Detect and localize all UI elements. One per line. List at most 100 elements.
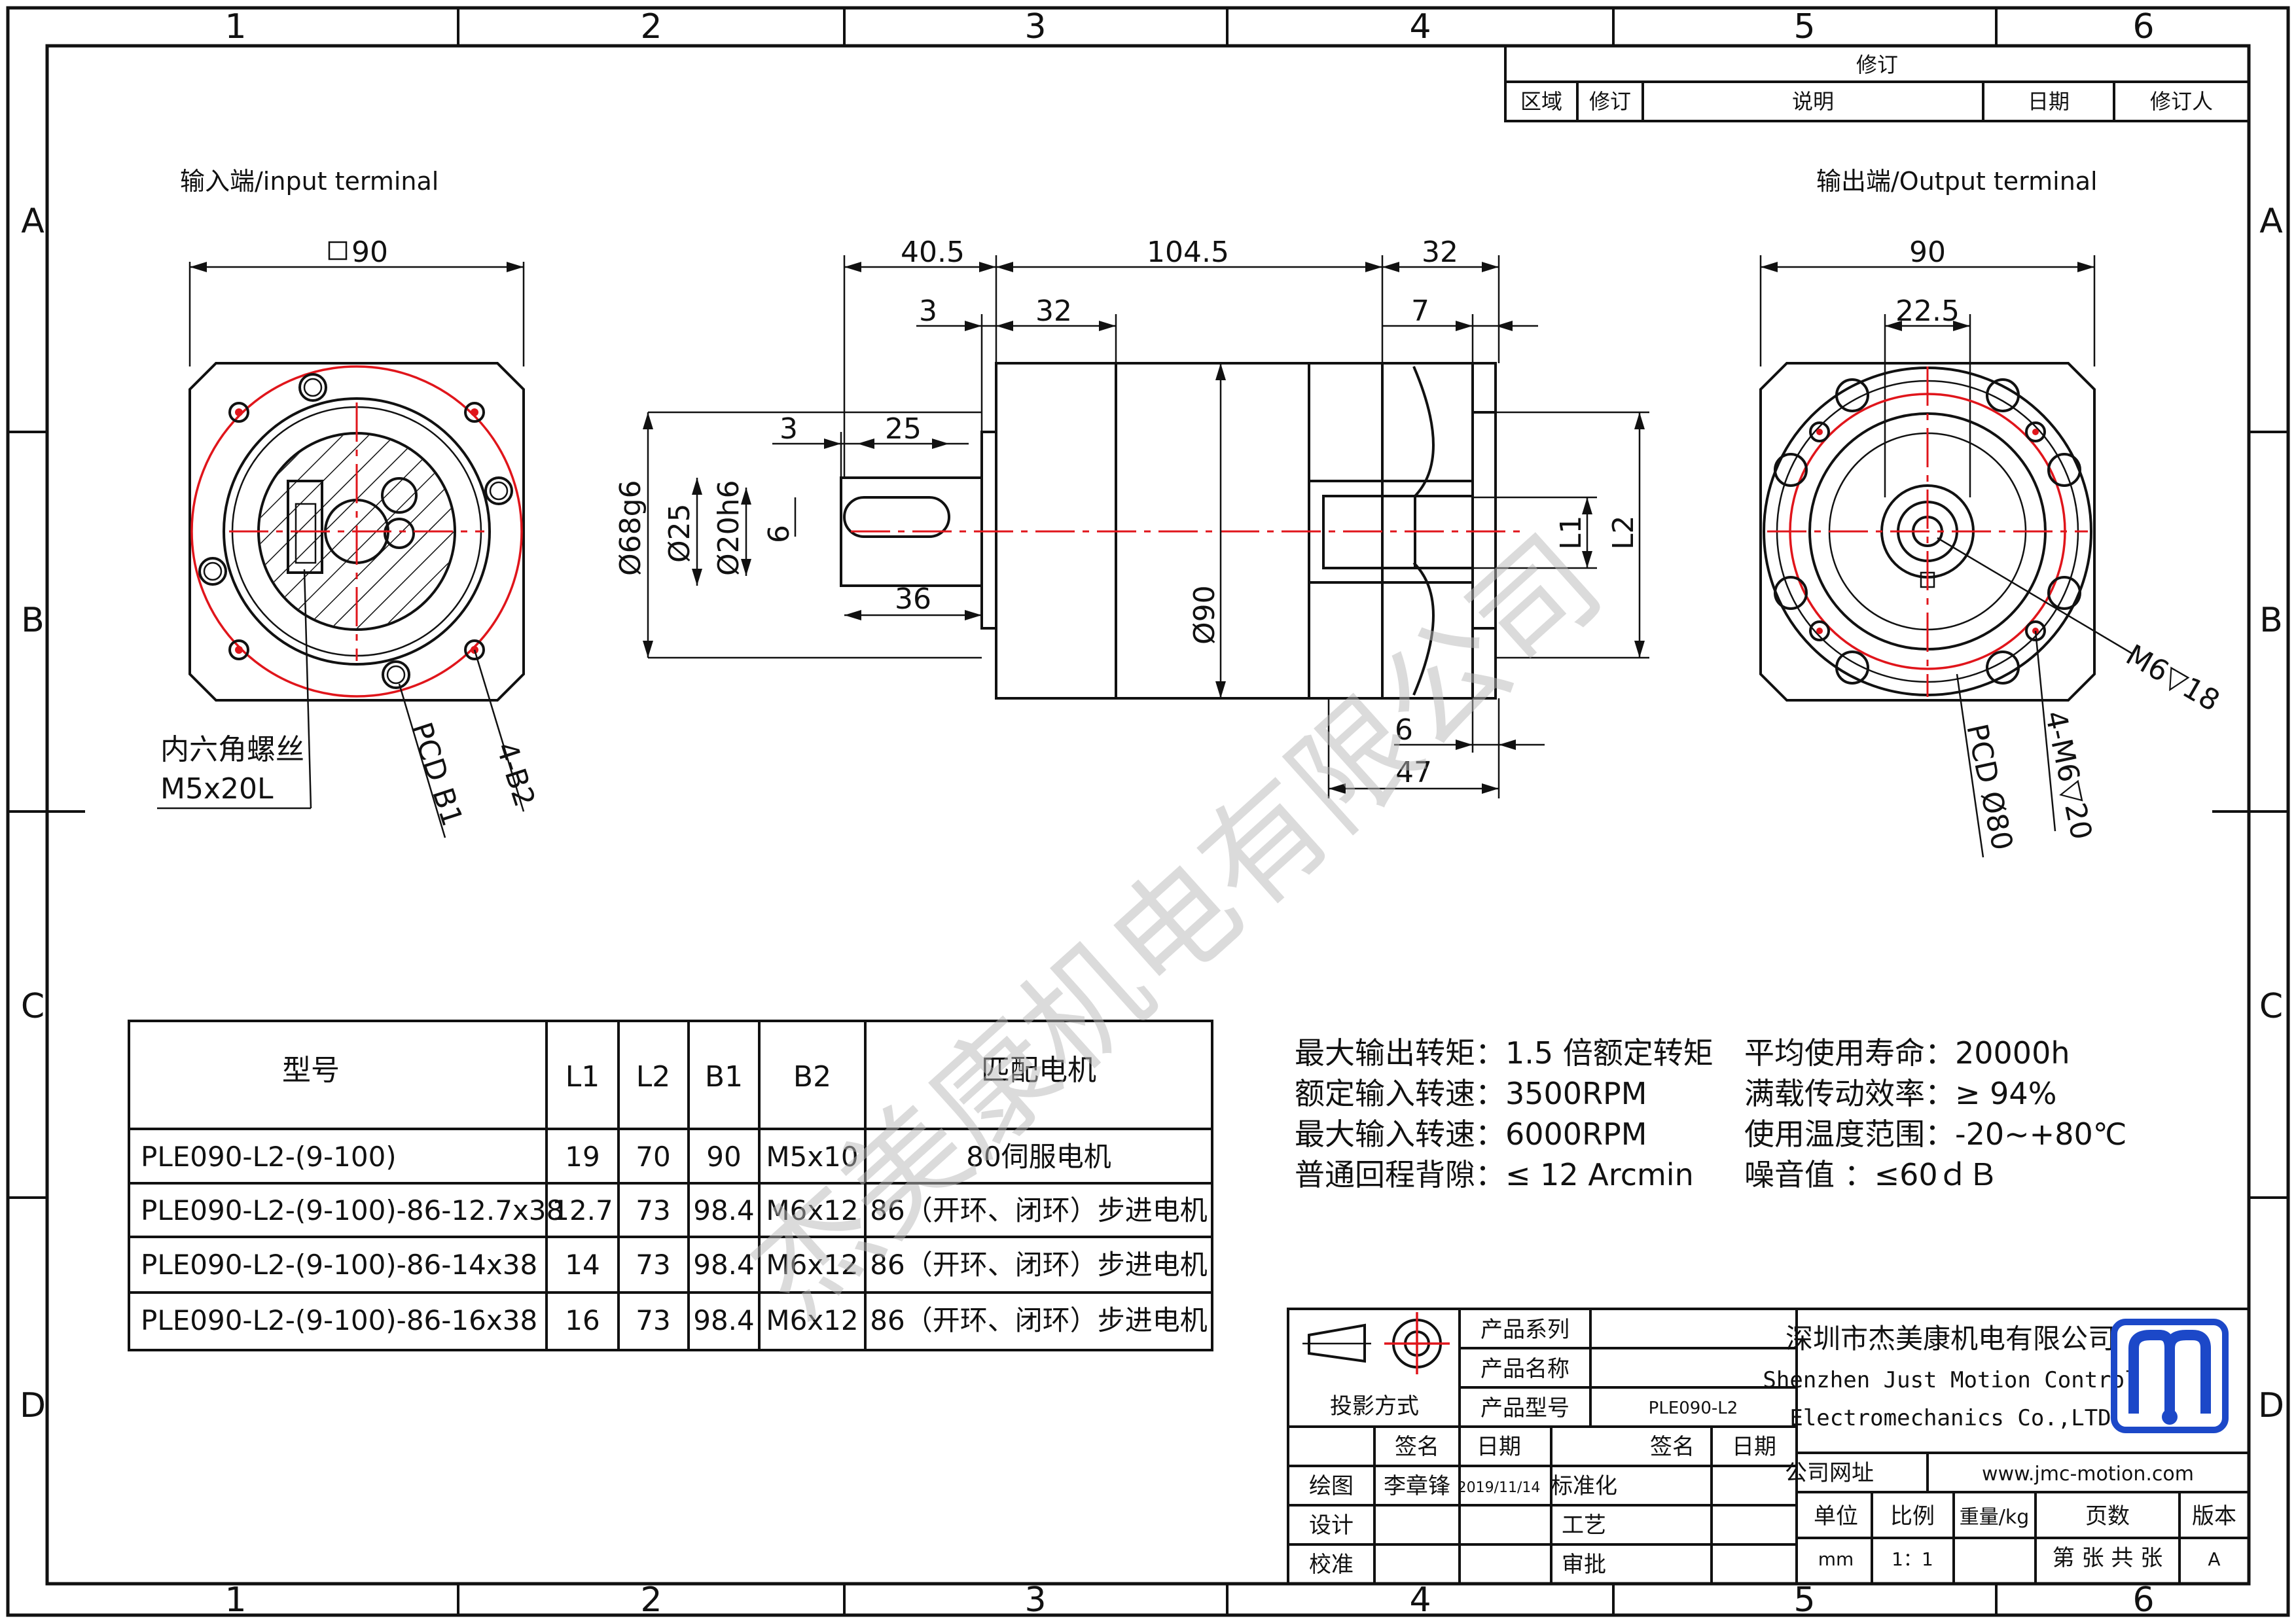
- dim-32-mid: 32: [1035, 294, 1072, 328]
- table-cell: M6x12: [766, 1249, 858, 1281]
- model-table-row: PLE090-L2-(9-100) 19 70 90 M5x10 80伺服电机: [141, 1141, 1111, 1173]
- col-label: 2: [640, 7, 662, 46]
- revision-header: 说明: [1792, 89, 1834, 114]
- col-label: 3: [1024, 1580, 1046, 1620]
- table-cell: 86（开环、闭环）步进电机: [870, 1304, 1207, 1336]
- table-cell: 73: [636, 1249, 670, 1281]
- model-table-header: 型号: [282, 1054, 340, 1087]
- revision-header: 修订: [1589, 89, 1631, 114]
- weight-label: 重量/kg: [1960, 1506, 2030, 1529]
- col-label: 5: [1793, 7, 1815, 46]
- col-label: 1: [224, 1580, 246, 1620]
- table-cell: PLE090-L2-(9-100)-86-14x38: [141, 1249, 537, 1281]
- dim-L2: L2: [1607, 515, 1640, 550]
- check-label: 校准: [1309, 1552, 1354, 1578]
- model-table-header: L2: [636, 1060, 671, 1094]
- row-label: B: [2259, 601, 2283, 640]
- output-terminal-label: 输出端/Output terminal: [1816, 167, 2098, 196]
- table-cell: 70: [636, 1141, 670, 1173]
- design-label: 设计: [1309, 1512, 1354, 1539]
- table-cell: 73: [636, 1194, 670, 1226]
- row-label: A: [2259, 202, 2283, 241]
- dim-dia68g6: Ø68g6: [614, 480, 647, 576]
- table-cell: PLE090-L2-(9-100)-86-12.7x38: [141, 1194, 564, 1226]
- model-table-header: L1: [565, 1060, 600, 1094]
- border-labels: 1 2 3 4 5 6 1 2 3 4 5 6 A B C D A B C D: [20, 7, 2284, 1620]
- table-cell: 12.7: [552, 1194, 613, 1226]
- revision-header: 修订人: [2150, 89, 2213, 114]
- spec-item: 平均使用寿命：20000h: [1744, 1035, 2070, 1071]
- standard-label: 标准化: [1551, 1473, 1617, 1499]
- col-label: 4: [1409, 1580, 1431, 1620]
- spec-item: 普通回程背隙：≤ 12 Arcmin: [1295, 1157, 1694, 1192]
- spec-item: 额定输入转速：3500RPM: [1295, 1076, 1647, 1111]
- spec-item: 噪音值 ：≤60ｄＢ: [1744, 1157, 1998, 1192]
- input-terminal-view: 输入端/input terminal 90: [157, 167, 541, 838]
- pages-value: 第 张 共 张: [2053, 1545, 2162, 1571]
- output-holes-label: 4-M6▽20: [2038, 708, 2098, 843]
- draw-label: 绘图: [1309, 1473, 1354, 1499]
- dim-3-a: 3: [919, 294, 937, 328]
- col-label: 4: [1409, 7, 1431, 46]
- table-cell: PLE090-L2-(9-100)-86-16x38: [141, 1304, 537, 1336]
- revision-title: 修订: [1856, 52, 1898, 77]
- dim-L1: L1: [1554, 515, 1588, 550]
- product-model: PLE090-L2: [1649, 1399, 1738, 1418]
- company-name-en-2: Electromechanics Co.,LTD: [1789, 1405, 2111, 1431]
- row-label: D: [20, 1386, 46, 1425]
- screw-note-line1: 内六角螺丝: [160, 733, 304, 766]
- company-website: www.jmc-motion.com: [1982, 1463, 2194, 1486]
- dim-7: 7: [1411, 294, 1429, 328]
- date-header-2: 日期: [1732, 1434, 1776, 1460]
- dim-25: 25: [885, 412, 922, 446]
- dim-key-6: 6: [762, 525, 796, 543]
- unit-value: mm: [1818, 1548, 1854, 1570]
- projection-symbol-icon: [1302, 1312, 1450, 1374]
- draw-name: 李章锋: [1384, 1473, 1450, 1499]
- table-cell: 16: [565, 1304, 600, 1336]
- projection-label: 投影方式: [1330, 1393, 1419, 1419]
- col-label: 6: [2132, 7, 2154, 46]
- input-square-dim: 90: [351, 236, 388, 269]
- scale-label: 比例: [1890, 1503, 1935, 1529]
- dim-dia25: Ø25: [663, 503, 696, 563]
- pages-label: 页数: [2085, 1503, 2130, 1529]
- dim-3-b: 3: [780, 412, 798, 446]
- spec-item: 使用温度范围：-20~+80℃: [1744, 1116, 2126, 1152]
- scale-value: 1：1: [1892, 1548, 1933, 1570]
- screw-note-line2: M5x20L: [160, 772, 274, 806]
- spec-item: 最大输出转矩：1.5 倍额定转矩: [1295, 1035, 1713, 1071]
- model-table-row: PLE090-L2-(9-100)-86-14x38 14 73 98.4 M6…: [141, 1249, 1208, 1281]
- table-cell: 98.4: [693, 1249, 755, 1281]
- model-table-row: PLE090-L2-(9-100)-86-12.7x38 12.7 73 98.…: [141, 1194, 1208, 1226]
- output-dim-90: 90: [1909, 236, 1946, 269]
- table-cell: 98.4: [693, 1304, 755, 1336]
- pcd-b1-label: PCD B1: [404, 719, 469, 830]
- revision-header: 区域: [1520, 89, 1562, 114]
- title-block: 投影方式 产品系列 产品名称 产品型号 PLE090-L2 签名 日期 签名 日…: [1287, 1308, 2250, 1585]
- dim-104-5: 104.5: [1147, 236, 1229, 269]
- output-terminal-view: 输出端/Output terminal 90 22.5: [1759, 167, 2225, 858]
- table-cell: 86（开环、闭环）步进电机: [870, 1194, 1207, 1226]
- spec-item: 满载传动效率：≥ 94%: [1744, 1076, 2056, 1111]
- row-label: D: [2258, 1386, 2284, 1425]
- dim-6-bottom: 6: [1395, 713, 1413, 747]
- dim-40-5: 40.5: [901, 236, 965, 269]
- table-cell: 14: [565, 1249, 600, 1281]
- table-cell: M6x12: [766, 1194, 858, 1226]
- table-cell: 90: [706, 1141, 741, 1173]
- col-label: 6: [2132, 1580, 2154, 1620]
- spec-item: 最大输入转速：6000RPM: [1295, 1116, 1647, 1152]
- date-header: 日期: [1477, 1434, 1521, 1460]
- approve-label: 审批: [1562, 1552, 1606, 1578]
- dim-36: 36: [895, 582, 931, 616]
- dim-47: 47: [1395, 756, 1432, 789]
- model-table-row: PLE090-L2-(9-100)-86-16x38 16 73 98.4 M6…: [141, 1304, 1208, 1336]
- side-view: 40.5 104.5 32 3 32 7 3 25 36 Ø68g6 Ø25 Ø…: [614, 236, 1649, 798]
- table-cell: M5x10: [766, 1141, 858, 1173]
- m6-thread-label: M6▽18: [2121, 638, 2225, 718]
- revision-block: 修订 区域 修订 说明 日期 修订人: [1504, 45, 2250, 122]
- company-name-en-1: Shenzhen Just Motion Control: [1763, 1367, 2138, 1393]
- row-label: C: [2259, 987, 2283, 1026]
